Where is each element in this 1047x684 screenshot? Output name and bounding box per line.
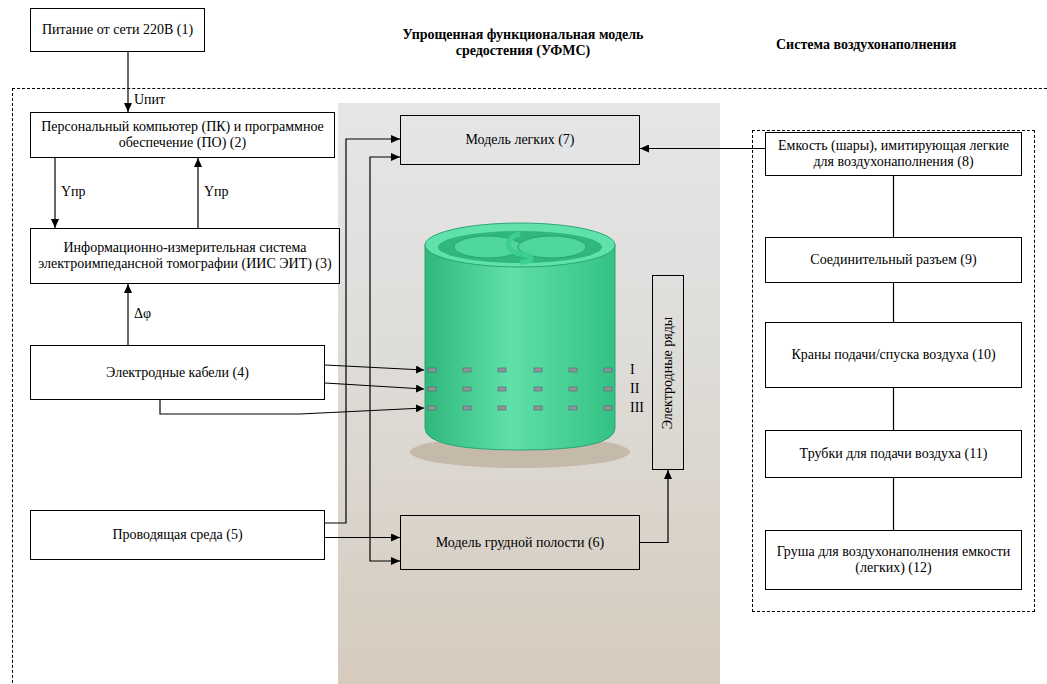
process-box: Проводящая среда (5) bbox=[30, 510, 325, 560]
connector-arrow bbox=[54, 158, 55, 228]
electrode-pin bbox=[534, 368, 542, 372]
signal-label: Uпит bbox=[134, 92, 165, 108]
connector-arrow bbox=[127, 52, 128, 112]
electrode-pin bbox=[463, 368, 471, 372]
electrode-pin bbox=[604, 368, 612, 372]
signal-label: Yпр bbox=[204, 184, 229, 200]
process-box: Персональный компьютер (ПК) и программно… bbox=[30, 112, 335, 158]
connector-arrow bbox=[370, 157, 400, 561]
box-label: Соединительный разъем (9) bbox=[810, 252, 976, 268]
chest-model-cavity bbox=[438, 231, 602, 263]
electrode-pin bbox=[498, 368, 506, 372]
process-box: Модель грудной полости (6) bbox=[400, 515, 640, 570]
electrode-pin bbox=[463, 406, 471, 410]
box-label: Информационно-измерительная система элек… bbox=[37, 240, 333, 272]
connector-arrow bbox=[127, 284, 128, 345]
electrode-pin bbox=[569, 406, 577, 410]
process-box: Соединительный разъем (9) bbox=[765, 237, 1022, 283]
box-label: Проводящая среда (5) bbox=[112, 527, 242, 543]
electrode-pin bbox=[604, 406, 612, 410]
box-label: Питание от сети 220В (1) bbox=[42, 22, 193, 38]
electrode-pin bbox=[534, 387, 542, 391]
box-label: Персональный компьютер (ПК) и программно… bbox=[37, 119, 328, 151]
chest-model-body bbox=[425, 245, 615, 450]
process-box: Информационно-измерительная система элек… bbox=[30, 228, 340, 284]
connector-arrow bbox=[893, 478, 894, 530]
process-box: Краны подачи/спуска воздуха (10) bbox=[765, 322, 1022, 388]
electrode-pin bbox=[498, 387, 506, 391]
photo-background bbox=[338, 103, 720, 684]
connector-arrow bbox=[640, 470, 668, 543]
signal-label: Δφ bbox=[134, 306, 151, 322]
connector-arrow bbox=[640, 148, 765, 149]
electrode-row-number: I bbox=[630, 362, 635, 378]
box-label: Электродные кабели (4) bbox=[106, 365, 249, 381]
vertical-label-box: Электродные ряды bbox=[652, 275, 684, 470]
electrode-pins bbox=[428, 368, 612, 410]
vertical-label: Электродные ряды bbox=[660, 316, 676, 428]
region-heading: Система воздухонаполнения bbox=[776, 37, 1016, 53]
electrode-pin bbox=[498, 406, 506, 410]
connector-arrow bbox=[893, 283, 894, 322]
box-label: Модель грудной полости (6) bbox=[436, 535, 604, 551]
electrode-pin bbox=[428, 387, 436, 391]
connector-arrow bbox=[197, 158, 198, 228]
signal-label: Yпр bbox=[61, 184, 86, 200]
process-box: Груша для воздухонаполнения емкости (лег… bbox=[765, 530, 1022, 590]
dashed-region: Упрощенная функциональная модель средост… bbox=[12, 88, 1047, 684]
electrode-pin bbox=[569, 368, 577, 372]
electrode-wire bbox=[325, 383, 424, 389]
process-box: Электродные кабели (4) bbox=[30, 345, 325, 400]
box-label: Модель легких (7) bbox=[466, 132, 575, 148]
box-label: Груша для воздухонаполнения емкости (лег… bbox=[772, 544, 1015, 576]
box-label: Трубки для подачи воздуха (11) bbox=[800, 446, 988, 462]
region-heading: Упрощенная функциональная модель средост… bbox=[398, 27, 648, 59]
connector-arrow bbox=[325, 537, 400, 538]
electrode-pin bbox=[604, 387, 612, 391]
box-label: Емкость (шары), имитирующая легкие для в… bbox=[772, 138, 1015, 170]
electrode-pin bbox=[534, 406, 542, 410]
electrode-wire bbox=[325, 365, 424, 370]
electrode-pin bbox=[463, 387, 471, 391]
process-box: Модель легких (7) bbox=[400, 115, 640, 165]
dashed-region: Система воздухонаполненияЕмкость (шары),… bbox=[752, 130, 1035, 612]
electrode-pin bbox=[569, 387, 577, 391]
electrode-row-number: II bbox=[630, 381, 639, 397]
connector-arrow bbox=[325, 139, 400, 523]
chest-model-top bbox=[425, 223, 615, 267]
connector-arrow bbox=[893, 176, 894, 237]
electrode-pin bbox=[428, 368, 436, 372]
mediastinum-wall bbox=[508, 234, 531, 262]
process-box: Питание от сети 220В (1) bbox=[30, 8, 205, 52]
process-box: Трубки для подачи воздуха (11) bbox=[765, 430, 1022, 478]
electrode-pin bbox=[428, 406, 436, 410]
box-label: Краны подачи/спуска воздуха (10) bbox=[791, 347, 995, 363]
electrode-row-number: III bbox=[630, 400, 644, 416]
process-box: Емкость (шары), имитирующая легкие для в… bbox=[765, 132, 1022, 176]
electrode-wire bbox=[160, 400, 424, 414]
connector-arrow bbox=[893, 388, 894, 430]
